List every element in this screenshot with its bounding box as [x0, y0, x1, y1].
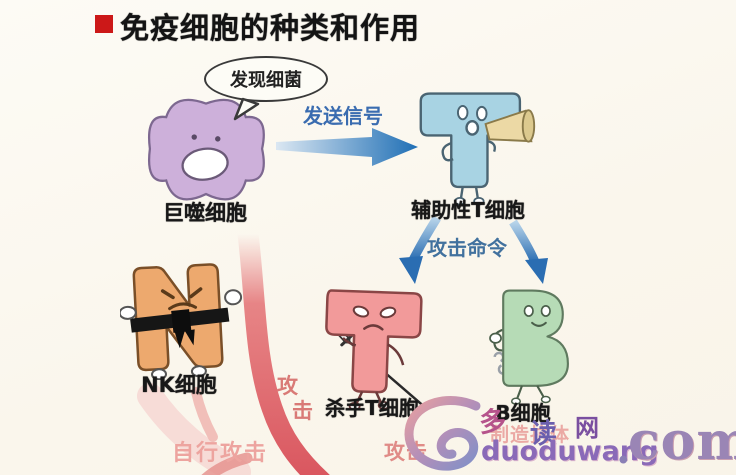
watermark-char-duo: 多 — [478, 406, 508, 439]
macrophage-eye — [191, 134, 197, 140]
b-cell-eye — [523, 304, 534, 317]
killer-t-frown — [363, 324, 384, 331]
macrophage-mouth — [181, 147, 229, 181]
b-cell-smile — [531, 321, 547, 327]
watermark-char-du: 读 — [530, 419, 557, 450]
attack-command-label: 攻击命令 — [427, 236, 507, 260]
page-title: 免疫细胞的种类和作用 — [120, 11, 421, 45]
killer-t-cell-character — [325, 289, 427, 410]
killer-t-eye — [352, 305, 370, 318]
helper-t-mouth — [465, 119, 480, 136]
nk-hand — [224, 289, 243, 306]
macrophage-label: 巨噬细胞 — [163, 201, 247, 225]
attack-text-vertical-bottom: 击 — [292, 399, 313, 423]
helper-t-cell-character — [419, 92, 536, 206]
make-antibodies-text: 制造抗体 — [490, 424, 571, 446]
nk-cell-character — [120, 263, 243, 380]
speech-bubble: 发现细菌 — [204, 56, 328, 102]
b-cell-label: B细胞 — [495, 401, 551, 425]
nk-cell-label: NK细胞 — [141, 373, 217, 397]
watermark-tld-text: com — [628, 411, 736, 472]
signal-arrow — [276, 128, 418, 166]
title-bullet-square — [95, 15, 113, 33]
watermark-swirl-logo — [404, 395, 481, 471]
nk-hand — [120, 305, 137, 320]
helper-t-eye — [456, 104, 469, 121]
killer-t-eye — [379, 306, 397, 319]
macrophage-character — [148, 98, 265, 201]
nk-frown-mouth — [168, 302, 198, 311]
speech-bubble-tail — [233, 97, 260, 121]
b-cell-hand — [489, 332, 502, 344]
watermark-char-wang: 网 — [575, 414, 599, 442]
helper-t-eye — [476, 105, 488, 122]
speech-bubble-text: 发现细菌 — [230, 70, 302, 91]
killer-t-label: 杀手T细胞 — [325, 396, 419, 420]
attack-command-arrows — [399, 216, 548, 284]
b-cell-character — [489, 289, 569, 405]
signal-arrow-label: 发送信号 — [303, 104, 383, 128]
attack-text-vertical-top: 攻 — [277, 374, 298, 398]
b-cell-eye — [540, 304, 551, 317]
watermark-domain-text: duoduwang — [481, 436, 659, 467]
helper-t-label: 辅助性T细胞 — [411, 198, 525, 222]
macrophage-eye — [215, 136, 221, 142]
watermark-dot: . — [616, 424, 631, 473]
self-attack-text: 自行攻击 — [172, 441, 269, 466]
